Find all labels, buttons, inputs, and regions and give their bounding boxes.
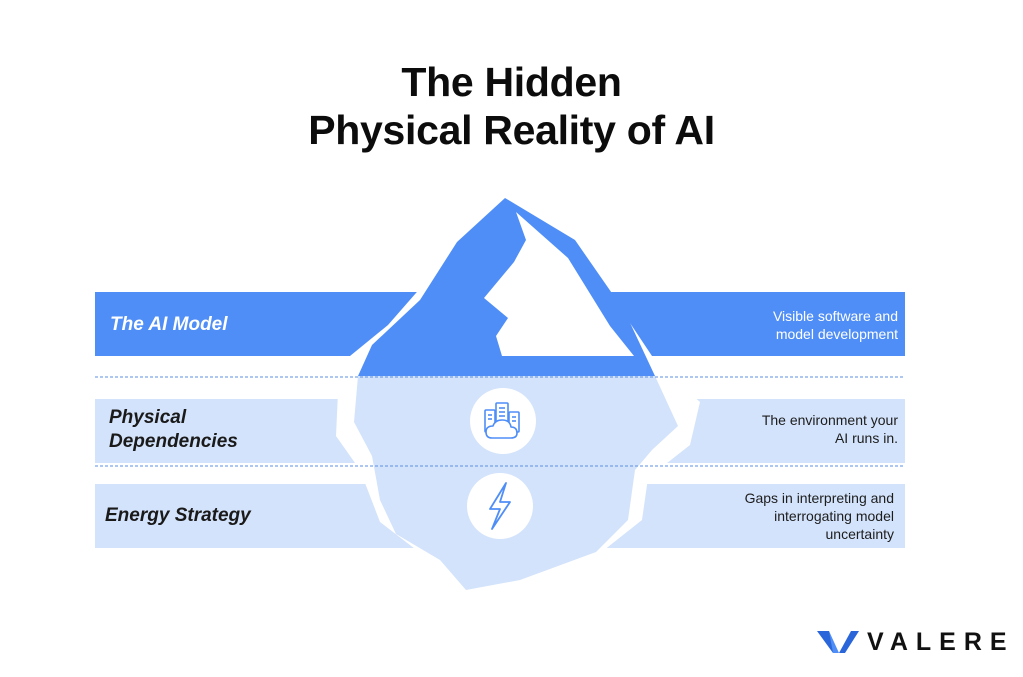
desc-physical-dependencies: The environment your AI runs in.: [762, 411, 898, 447]
title-line-1: The Hidden: [401, 59, 622, 105]
iceberg-snow-facet: [484, 212, 634, 356]
desc-line: Visible software and: [772, 308, 898, 324]
desc-line: uncertainty: [825, 526, 894, 542]
desc-energy-strategy: Gaps in interpreting and interrogating m…: [745, 489, 894, 543]
label-line: Physical: [109, 407, 187, 428]
desc-line: Gaps in interpreting and: [744, 490, 894, 506]
lightning-bolt-icon: [467, 473, 533, 539]
server-cloud-icon: [470, 388, 536, 454]
title-line-2: Physical Reality of AI: [308, 107, 715, 153]
page-title: The Hidden Physical Reality of AI: [0, 58, 1023, 154]
desc-line: interrogating model: [774, 508, 894, 524]
valere-mark-icon: [817, 631, 859, 653]
desc-ai-model: Visible software and model development: [773, 307, 898, 343]
desc-line: The environment your: [761, 412, 898, 428]
brand-name: VALERE: [867, 627, 1015, 656]
label-physical-dependencies: Physical Dependencies: [109, 406, 238, 454]
desc-line: AI runs in.: [834, 430, 898, 446]
desc-line: model development: [775, 326, 898, 342]
label-energy-strategy: Energy Strategy: [105, 505, 251, 526]
label-ai-model: The AI Model: [110, 314, 228, 335]
brand-logo: VALERE: [817, 626, 1015, 658]
label-line: Dependencies: [109, 431, 238, 452]
